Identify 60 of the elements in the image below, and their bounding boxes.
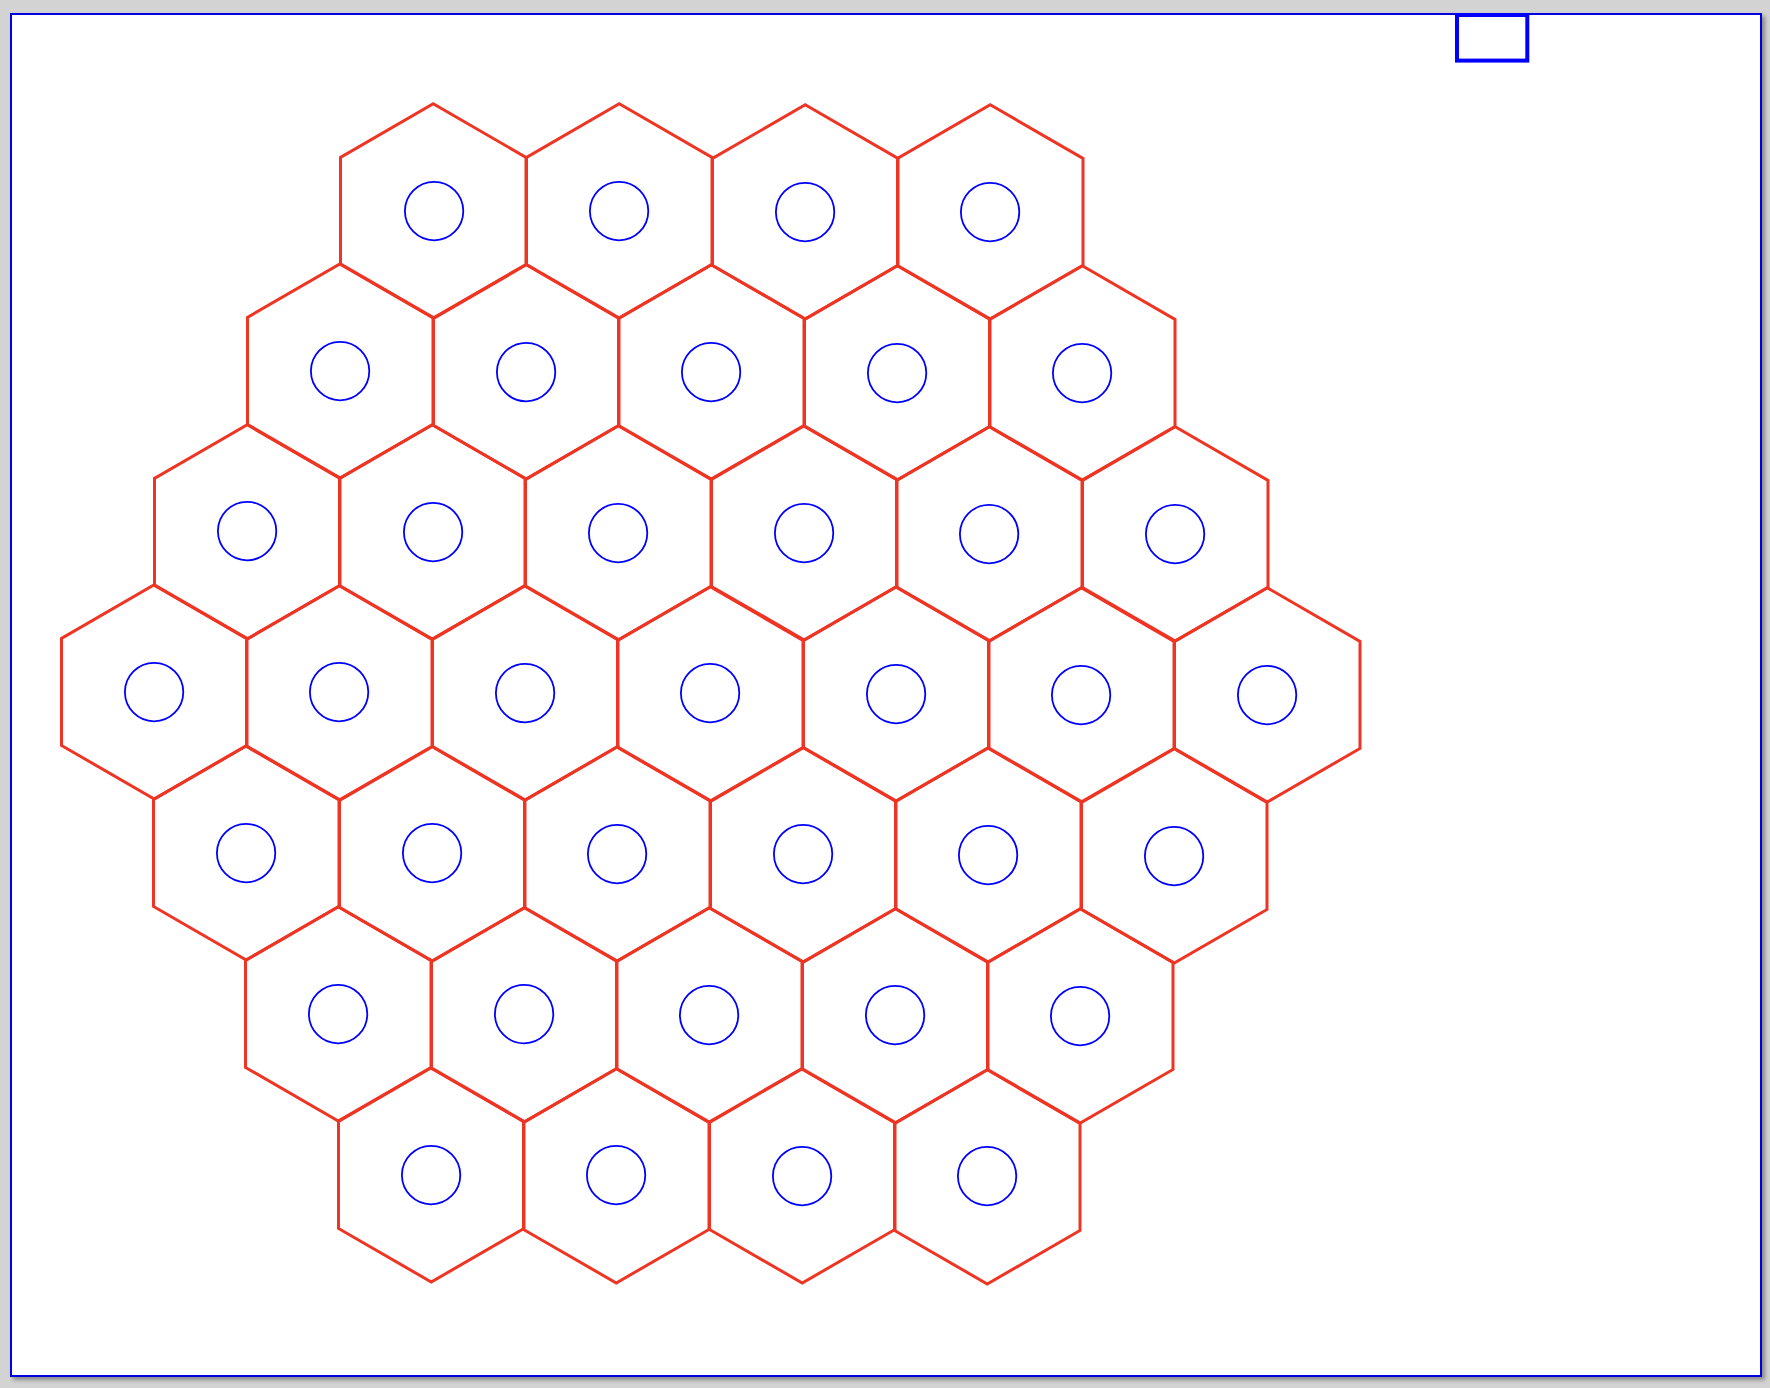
circle-outline [309,662,370,723]
circle-outline [403,180,464,241]
circle-outline [1144,504,1205,565]
circle-outline [772,824,833,885]
circle-outline [957,1146,1018,1207]
circle-outline [1051,664,1112,725]
circle-outline [586,1145,647,1206]
hexagon-outline [800,906,990,1125]
hexagon-outline [802,263,992,482]
circle-outline [494,662,556,724]
hexagon-outline [153,422,342,641]
hexagon-outline [522,1066,711,1285]
circle-outline [866,342,928,403]
circle-outline [308,983,369,1044]
circle-outline [774,181,835,242]
circle-outline [401,823,462,884]
hexagon-outline [707,1067,896,1285]
circle-outline [402,501,463,563]
hexagon-outline [615,906,804,1124]
hexagon-outline [244,904,433,1123]
circle-outline [680,663,741,724]
circle-outline [216,822,277,883]
hexagon-outline [245,583,434,802]
circle-outline [587,823,648,885]
hexagon-outline [893,1067,1082,1286]
circle-outline [217,501,278,562]
hexagon-outline [429,905,619,1124]
hexagon-outline [336,1065,525,1284]
circle-outline [1050,986,1111,1047]
hexagon-outline [152,743,341,962]
circle-outline [773,503,834,564]
hexagon-outline [1079,746,1268,965]
hexagon-outline [339,101,528,320]
circle-outline [958,825,1019,886]
hexagon-outline [987,585,1176,804]
hexagon-outline [338,423,527,641]
circle-outline [493,984,555,1045]
hexagon-outline [616,584,805,803]
circle-outline [959,503,1020,564]
circle-outline [1143,825,1204,886]
hexagon-outline [59,582,249,801]
circle-outline [310,340,371,402]
hexagon-outline [1172,586,1362,805]
hexagon-outline [895,424,1084,643]
circle-outline [400,1144,461,1205]
circle-outline [589,181,650,242]
circle-outline [123,661,185,722]
circle-outline [681,342,742,403]
circle-outline [960,182,1021,243]
circle-outline [865,664,927,725]
circle-outline [1236,665,1298,726]
rectangle-outline [1455,12,1530,63]
circle-outline [495,341,557,402]
circle-outline [771,1145,832,1207]
circle-outline [679,984,740,1046]
hexagon-outline [986,907,1175,1126]
circle-outline [588,502,649,563]
circle-outline [1052,343,1113,404]
hexagon-outline [524,423,713,642]
circle-outline [864,985,926,1046]
